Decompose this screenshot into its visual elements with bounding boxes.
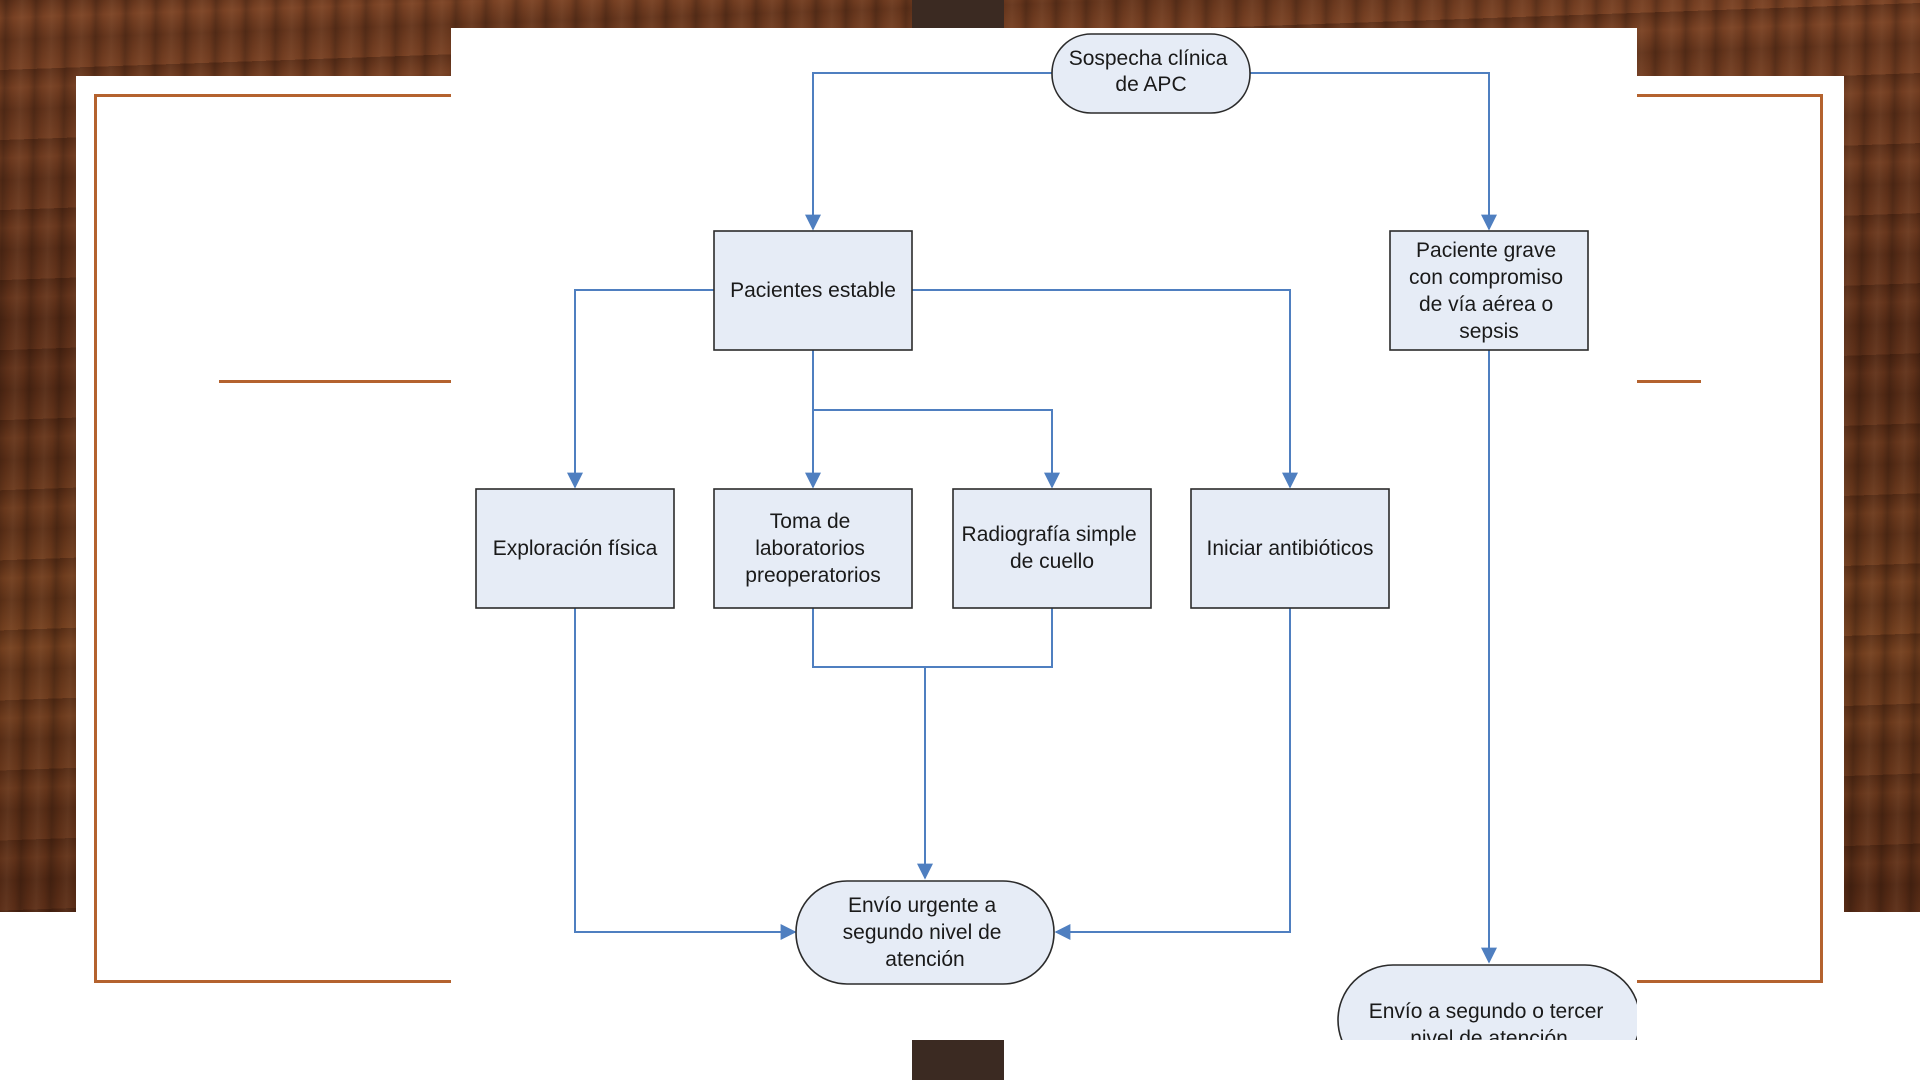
- node-labs-label: Toma de laboratorios preoperatorios: [745, 510, 880, 587]
- node-exam-label: Exploración física: [493, 537, 658, 560]
- title-rule-right: [1628, 380, 1701, 383]
- edge-stable-xray: [813, 409, 1060, 489]
- title-rule-left: [219, 380, 451, 383]
- node-suspicion: Sospecha clínica de APC: [1051, 33, 1251, 114]
- node-antibiotics-label: Iniciar antibióticos: [1207, 537, 1374, 560]
- node-xray: Radiografía simple de cuello: [952, 488, 1152, 609]
- flowchart-edges: [567, 72, 1497, 964]
- node-labs: Toma de laboratorios preoperatorios: [713, 488, 913, 609]
- node-stable-label: Pacientes estable: [730, 279, 896, 302]
- edge-antibiotics-urgent: [1054, 608, 1291, 940]
- edge-suspicion-severe: [1250, 72, 1497, 231]
- bottom-dark-tab: [912, 1040, 1004, 1080]
- node-exam: Exploración física: [475, 488, 675, 609]
- node-referral: Envío a segundo o tercer nivel de atenci…: [1337, 964, 1637, 1040]
- node-antibiotics: Iniciar antibióticos: [1190, 488, 1390, 609]
- flowchart-diagram: Sospecha clínica de APC Pacientes establ…: [475, 33, 1637, 1040]
- edge-stable-exam: [567, 289, 714, 489]
- node-referral-label: Envío a segundo o tercer nivel de atenci…: [1369, 1000, 1610, 1040]
- node-severe-label: Paciente grave con compromiso de vía aér…: [1409, 239, 1569, 343]
- edge-suspicion-stable: [805, 72, 1052, 231]
- node-xray-label: Radiografía simple de cuello: [962, 523, 1143, 573]
- node-urgent: Envío urgente a segundo nivel de atenció…: [795, 880, 1055, 985]
- top-dark-tab: [912, 0, 1004, 28]
- node-urgent-label: Envío urgente a segundo nivel de atenció…: [843, 894, 1008, 971]
- edge-stable-antibiotics: [912, 289, 1298, 489]
- node-stable: Pacientes estable: [713, 230, 913, 351]
- node-suspicion-label: Sospecha clínica de APC: [1069, 47, 1234, 96]
- flowchart-panel: Sospecha clínica de APC Pacientes establ…: [451, 28, 1637, 1040]
- edge-exam-urgent: [574, 608, 797, 940]
- edge-labs-xray-merge: [812, 608, 1053, 668]
- node-severe: Paciente grave con compromiso de vía aér…: [1389, 230, 1589, 351]
